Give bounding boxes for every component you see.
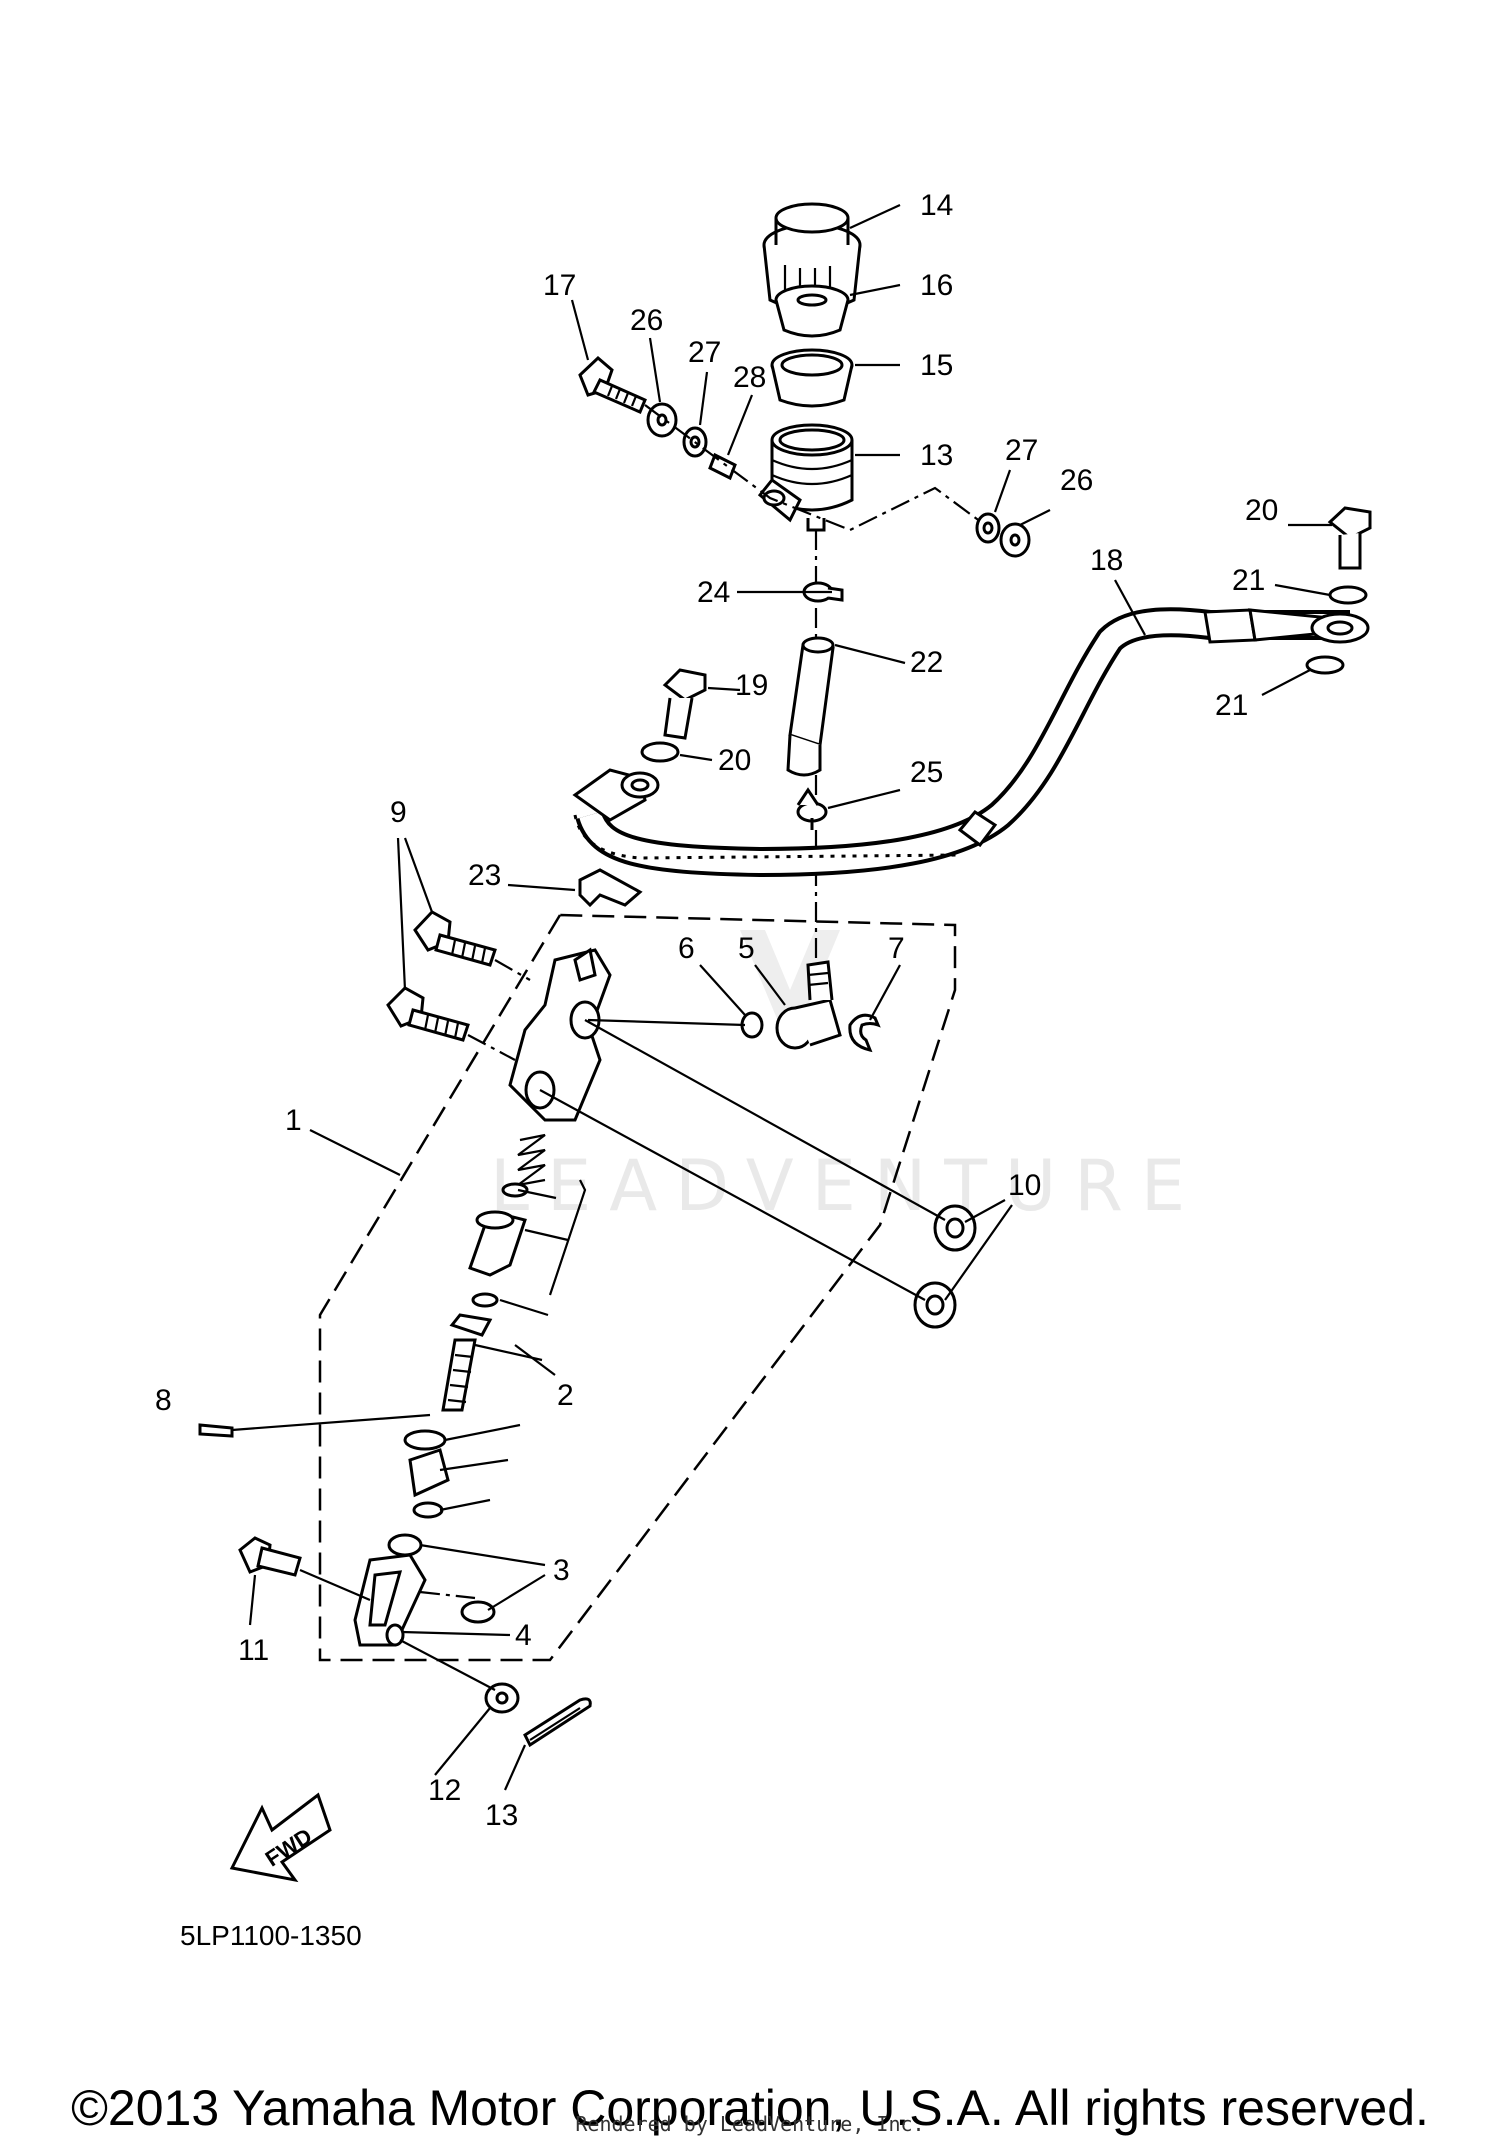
callout-13: 13 (485, 1799, 518, 1832)
callout-12: 12 (428, 1774, 461, 1807)
callout-15: 14 (920, 189, 953, 222)
callout-21-left: 20 (718, 744, 751, 777)
callout-20-left: 19 (735, 669, 768, 702)
callout-4: 4 (515, 1619, 532, 1652)
bolt-18 (578, 355, 647, 414)
hose-clamp-25 (796, 787, 828, 830)
callout-1: 1 (285, 1104, 302, 1137)
brake-hose-19 (572, 607, 1370, 878)
nut-10-lower (913, 1281, 957, 1329)
bracket-23 (578, 868, 643, 908)
callout-2: 2 (557, 1379, 574, 1412)
callout-6: 6 (678, 932, 695, 965)
callout-23: 23 (468, 859, 501, 892)
reservoir-tank-14 (757, 423, 854, 532)
washer-12 (484, 1682, 520, 1714)
hose-joint-5 (775, 960, 842, 1050)
fwd-arrow-icon: FWD (229, 1792, 332, 1883)
circlip-7 (848, 1013, 881, 1053)
union-bolt-20-left (662, 668, 707, 740)
collar-28 (708, 452, 737, 481)
nut-3-lower (460, 1600, 496, 1624)
callout-3: 3 (553, 1554, 570, 1587)
callout-24: 24 (697, 576, 730, 609)
gasket-21-upper-right (1328, 585, 1368, 605)
callout-10: 10 (1008, 1169, 1041, 1202)
nut-10-upper (933, 1204, 977, 1252)
callout-labels: 14 16 15 13 17 26 27 28 27 26 20 18 21 2… (155, 189, 1278, 1832)
callout-5: 5 (738, 932, 755, 965)
diaphragm-holder-17 (774, 284, 850, 338)
callout-14: 13 (920, 439, 953, 472)
reservoir-hose-22 (786, 636, 835, 777)
clevis-pin-11 (238, 1536, 302, 1577)
clevis-4 (353, 1553, 427, 1647)
gasket-21-lower-right (1305, 655, 1345, 675)
diagram-code: 5LP1100-1350 (180, 1920, 362, 1951)
callout-22: 22 (910, 646, 943, 679)
callout-26-right: 26 (1060, 464, 1093, 497)
diaphragm-16 (770, 348, 854, 408)
bolt-9-lower (386, 986, 470, 1042)
callout-19: 18 (1090, 544, 1123, 577)
watermark-text: LEADVENTURE (490, 1145, 1203, 1227)
callout-27-right: 27 (1005, 434, 1038, 467)
callout-27-left: 27 (688, 336, 721, 369)
callout-20-right: 20 (1245, 494, 1278, 527)
callout-11: 11 (238, 1634, 269, 1667)
nut-3-upper (387, 1533, 423, 1557)
callout-25: 25 (910, 756, 943, 789)
union-bolt-20-right (1327, 506, 1372, 570)
callout-21-upper-right: 21 (1232, 564, 1265, 597)
callout-16: 15 (920, 349, 953, 382)
callout-9: 9 (390, 796, 407, 829)
piston-kit-2 (403, 1133, 587, 1519)
callout-21-lower-right: 21 (1215, 689, 1248, 722)
leader-lines (248, 204, 1332, 1791)
gasket-21-left (640, 741, 680, 763)
callout-7: 7 (888, 932, 905, 965)
callout-18: 17 (543, 269, 576, 302)
callout-26-left: 26 (630, 304, 663, 337)
watermark: LEADVENTURE (490, 930, 1203, 1227)
copyright-notice: ©2013 Yamaha Motor Corporation, U.S.A. A… (71, 2080, 1429, 2136)
callout-28: 28 (733, 361, 766, 394)
assembly-outline (318, 913, 957, 1662)
callout-8: 8 (155, 1384, 172, 1417)
pin-8 (198, 1423, 234, 1438)
bolt-9-upper (413, 910, 497, 967)
rendered-by-notice: Rendered by LeadVenture, Inc. (575, 2112, 925, 2136)
callout-17: 16 (920, 269, 953, 302)
